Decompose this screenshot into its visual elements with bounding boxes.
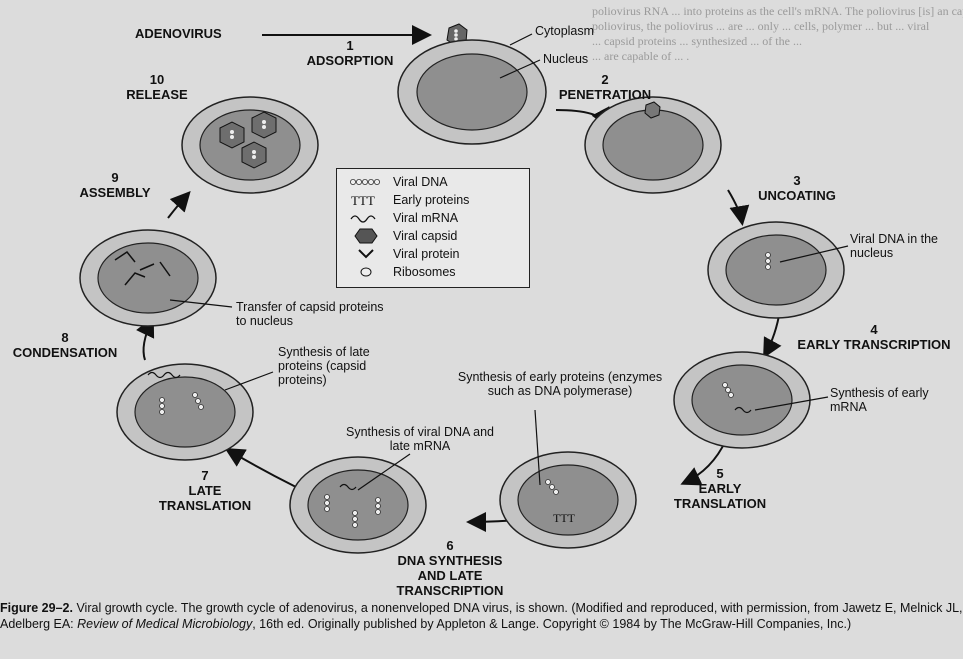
stage-number: 8 bbox=[61, 330, 69, 345]
caption-text: Viral growth cycle. The growth cycle of … bbox=[0, 601, 963, 631]
figure-number: Figure 29–2. bbox=[0, 601, 73, 615]
cytoplasm-label: Cytoplasm bbox=[535, 24, 595, 38]
legend-label: Viral mRNA bbox=[393, 211, 459, 225]
stage-9-label: 9 ASSEMBLY bbox=[60, 170, 170, 200]
stage-name: DNA SYNTHESIS AND LATE TRANSCRIPTION bbox=[396, 553, 504, 598]
cell-2-penetration bbox=[584, 96, 722, 194]
cell-7-late-translation bbox=[116, 363, 254, 461]
stage-2-label: 2 PENETRATION bbox=[545, 72, 665, 102]
svg-text:TTT: TTT bbox=[351, 193, 375, 208]
synthesis-early-mrna-label: Synthesis of early mRNA bbox=[830, 386, 929, 414]
stage-name: EARLY TRANSCRIPTION bbox=[797, 337, 951, 352]
cell-10-release bbox=[181, 96, 319, 194]
stage-name: PENETRATION bbox=[558, 87, 652, 102]
cell-8-condensation bbox=[79, 229, 217, 327]
stage-name: ASSEMBLY bbox=[79, 185, 151, 200]
legend-label: Viral protein bbox=[393, 247, 460, 261]
stage-number: 1 bbox=[346, 38, 354, 53]
synthesis-late-proteins-label: Synthesis of late proteins (capsid prote… bbox=[278, 345, 370, 387]
stage-10-label: 10 RELEASE bbox=[102, 72, 212, 102]
stage-number: 6 bbox=[446, 538, 454, 553]
pointer-lines bbox=[169, 33, 849, 491]
synthesis-viral-dna-label: Synthesis of viral DNA and late mRNA bbox=[346, 425, 494, 453]
stage-name: ADSORPTION bbox=[306, 53, 394, 68]
cell-1-adsorption bbox=[397, 39, 547, 145]
legend-label: Ribosomes bbox=[393, 265, 456, 279]
stage-1-label: 1 ADSORPTION bbox=[295, 38, 405, 68]
viral-dna-nucleus-label: Viral DNA in the nucleus bbox=[850, 232, 939, 260]
early-proteins-icon: TTT bbox=[351, 193, 375, 208]
cell-6-dna-synthesis bbox=[289, 456, 427, 554]
background-text-line: ... are capable of ... . bbox=[592, 49, 690, 63]
stage-4-label: 4 EARLY TRANSCRIPTION bbox=[795, 322, 953, 352]
legend-item: Ribosomes bbox=[337, 263, 529, 281]
diagram-graphics: TTT bbox=[79, 23, 849, 554]
stage-number: 3 bbox=[793, 173, 801, 188]
transfer-capsid-label: Transfer of capsid proteins to nucleus bbox=[236, 300, 384, 328]
cell-3-uncoating bbox=[707, 221, 845, 319]
stage-number: 7 bbox=[201, 468, 209, 483]
arrow-late-translation bbox=[224, 447, 297, 488]
legend-item: Viral mRNA bbox=[337, 209, 529, 227]
synthesis-early-proteins-label: Synthesis of early proteins (enzymes suc… bbox=[457, 370, 663, 398]
stage-number: 5 bbox=[716, 466, 724, 481]
stage-name: CONDENSATION bbox=[12, 345, 118, 360]
legend-item: Viral DNA bbox=[337, 173, 529, 191]
ribosome-icon bbox=[360, 267, 372, 277]
arrow-assembly bbox=[167, 191, 191, 219]
background-text-line: ... capsid proteins ... synthesized ... … bbox=[592, 34, 802, 48]
cell-5-early-translation: TTT bbox=[499, 451, 637, 549]
stage-name: UNCOATING bbox=[758, 188, 836, 203]
stage-number: 2 bbox=[601, 72, 609, 87]
caption-text-end: , 16th ed. Originally published by Apple… bbox=[252, 616, 852, 631]
arrow-uncoating bbox=[727, 189, 750, 226]
background-text-line: poliovirus RNA ... into proteins as the … bbox=[592, 4, 963, 18]
cell-4-early-transcription bbox=[673, 351, 811, 449]
viral-protein-icon bbox=[358, 249, 374, 259]
viral-capsid-icon bbox=[354, 228, 378, 244]
viral-dna-icon bbox=[350, 179, 380, 185]
legend-item: Viral protein bbox=[337, 245, 529, 263]
legend-label: Viral DNA bbox=[393, 175, 448, 189]
stage-number: 9 bbox=[111, 170, 119, 185]
stage-7-label: 7 LATE TRANSLATION bbox=[150, 468, 260, 513]
adenovirus-label: ADENOVIRUS bbox=[135, 26, 222, 41]
background-text-line: poliovirus, the poliovirus ... are ... o… bbox=[592, 19, 930, 33]
legend-label: Viral capsid bbox=[393, 229, 458, 243]
legend-box: Viral DNA TTT Early proteins Viral mRNA … bbox=[336, 168, 530, 288]
stage-3-label: 3 UNCOATING bbox=[742, 173, 852, 203]
legend-item: Viral capsid bbox=[337, 227, 529, 245]
stage-name: LATE TRANSLATION bbox=[158, 483, 252, 513]
legend-item: TTT Early proteins bbox=[337, 191, 529, 209]
legend-label: Early proteins bbox=[393, 193, 470, 207]
stage-number: 4 bbox=[870, 322, 878, 337]
stage-5-label: 5 EARLY TRANSLATION bbox=[665, 466, 775, 511]
nucleus-label: Nucleus bbox=[543, 52, 589, 66]
viral-mrna-icon bbox=[350, 215, 376, 223]
svg-text:TTT: TTT bbox=[553, 511, 576, 525]
caption-book-title: Review of Medical Microbiology bbox=[77, 616, 253, 631]
figure-caption: Figure 29–2. Viral growth cycle. The gro… bbox=[0, 601, 963, 632]
stage-8-label: 8 CONDENSATION bbox=[0, 330, 130, 360]
stage-number: 10 bbox=[149, 72, 165, 87]
stage-6-label: 6 DNA SYNTHESIS AND LATE TRANSCRIPTION bbox=[385, 538, 515, 598]
stage-name: EARLY TRANSLATION bbox=[673, 481, 767, 511]
stage-name: RELEASE bbox=[126, 87, 188, 102]
